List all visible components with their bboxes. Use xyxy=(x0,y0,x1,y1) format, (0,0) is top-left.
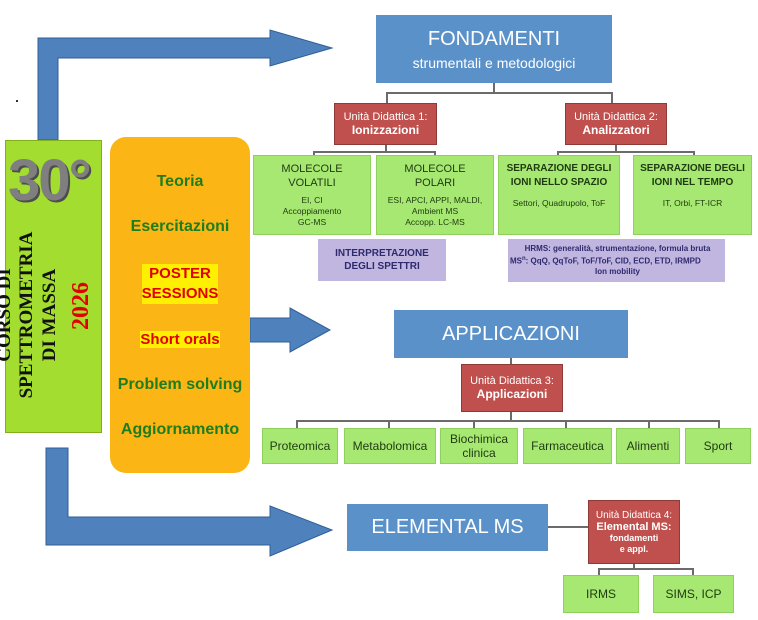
unit3-box: Unità Didattica 3: Applicazioni xyxy=(461,364,563,412)
field-alimenti: Alimenti xyxy=(616,428,680,464)
field-biochimica-clinica: Biochimica clinica xyxy=(440,428,518,464)
arrow-to-fondamenti xyxy=(37,29,334,141)
polari-title: MOLECOLE POLARI xyxy=(404,163,466,189)
arrow-to-elemental xyxy=(45,447,334,557)
volatili-detail: EI, CI Accoppiamento GC-MS xyxy=(282,195,342,227)
interpretazione-box: INTERPRETAZIONE DEGLI SPETTRI xyxy=(318,239,446,281)
elemental-title: ELEMENTAL MS xyxy=(371,516,524,538)
fondamenti-box: FONDAMENTI strumentali e metodologici xyxy=(376,15,612,83)
dot-mark xyxy=(16,100,18,102)
unit3-line1: Unità Didattica 3: xyxy=(470,375,554,387)
fondamenti-subtitle: strumentali e metodologici xyxy=(412,54,576,71)
hrms-box: HRMS: generalità, strumentazione, formul… xyxy=(508,239,725,282)
sims-icp-box: SIMS, ICP xyxy=(653,575,734,613)
topic-problem-solving: Problem solving xyxy=(117,375,243,393)
elemental-box: ELEMENTAL MS xyxy=(347,504,548,551)
msn-line: MSn: QqQ, QqToF, ToF/ToF, CID, ECD, ETD,… xyxy=(510,256,701,266)
course-line2: SPETTROMETRIA xyxy=(16,231,37,399)
unit3-line2: Applicazioni xyxy=(476,387,548,401)
spazio-title: SEPARAZIONE DEGLI IONI NELLO SPAZIO xyxy=(506,163,612,188)
edition-number: 30° xyxy=(8,148,92,213)
fondamenti-title: FONDAMENTI xyxy=(427,27,561,50)
tempo-detail: IT, Orbi, FT-ICR xyxy=(662,198,723,208)
course-line3: DI MASSA xyxy=(39,268,60,362)
unit4-line3: fondamenti e appl. xyxy=(609,532,659,554)
field-sport: Sport xyxy=(685,428,751,464)
spazio-detail: Settori, Quadrupolo, ToF xyxy=(512,198,606,208)
unit2-box: Unità Didattica 2: Analizzatori xyxy=(565,103,667,145)
interpretazione-label: INTERPRETAZIONE DEGLI SPETTRI xyxy=(335,248,429,272)
volatili-title: MOLECOLE VOLATILI xyxy=(281,163,343,189)
field-metabolomica: Metabolomica xyxy=(344,428,436,464)
topic-poster-sessions: POSTER SESSIONS xyxy=(141,263,219,304)
molecole-polari-box: MOLECOLE POLARI ESI, APCI, APPI, MALDI, … xyxy=(376,155,494,235)
course-year: 2026 xyxy=(68,282,94,330)
topic-aggiornamento: Aggiornamento xyxy=(120,421,240,439)
topic-esercitazioni: Esercitazioni xyxy=(130,218,230,236)
separazione-spazio-box: SEPARAZIONE DEGLI IONI NELLO SPAZIO Sett… xyxy=(498,155,620,235)
unit1-box: Unità Didattica 1: Ionizzazioni xyxy=(334,103,437,145)
hrms-line: HRMS: generalità, strumentazione, formul… xyxy=(524,244,711,254)
tempo-title: SEPARAZIONE DEGLI IONI NEL TEMPO xyxy=(640,163,745,188)
unit2-line2: Analizzatori xyxy=(582,123,650,137)
unit1-line1: Unità Didattica 1: xyxy=(343,111,428,123)
unit1-line2: Ionizzazioni xyxy=(351,123,420,137)
topics-panel: Teoria Esercitazioni POSTER SESSIONS Sho… xyxy=(110,137,250,473)
topic-short-orals: Short orals xyxy=(140,331,220,349)
topic-teoria: Teoria xyxy=(156,172,204,190)
unit2-line1: Unità Didattica 2: xyxy=(574,111,658,123)
polari-detail: ESI, APCI, APPI, MALDI, Ambient MS Accop… xyxy=(387,195,483,227)
field-proteomica: Proteomica xyxy=(262,428,338,464)
applicazioni-title: APPLICAZIONI xyxy=(442,322,580,345)
applicazioni-box: APPLICAZIONI xyxy=(394,310,628,358)
unit4-line2: Elemental MS: xyxy=(596,520,672,533)
field-farmaceutica: Farmaceutica xyxy=(523,428,612,464)
arrow-to-applicazioni xyxy=(249,307,332,353)
irms-box: IRMS xyxy=(563,575,639,613)
ion-mobility-line: Ion mobility xyxy=(595,266,640,276)
unit4-box: Unità Didattica 4: Elemental MS: fondame… xyxy=(588,500,680,564)
separazione-tempo-box: SEPARAZIONE DEGLI IONI NEL TEMPO IT, Orb… xyxy=(633,155,752,235)
course-line1: CORSO DI xyxy=(0,268,15,362)
course-banner: 30° xyxy=(5,140,102,433)
molecole-volatili-box: MOLECOLE VOLATILI EI, CI Accoppiamento G… xyxy=(253,155,371,235)
unit4-line1: Unità Didattica 4: xyxy=(595,509,673,521)
